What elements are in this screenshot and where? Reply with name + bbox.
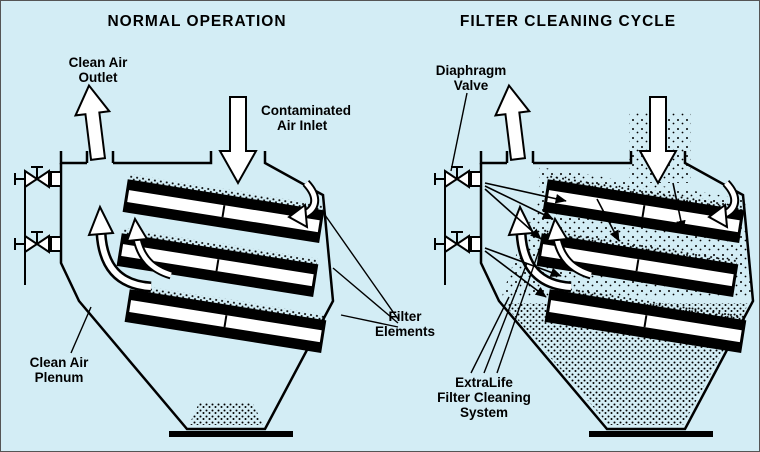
label-diaphragm-valve-1: Diaphragm [436, 63, 507, 78]
leader-lines [70, 92, 546, 374]
label-filter-elements-2: Elements [375, 324, 435, 339]
label-contaminated-air-inlet-2: Air Inlet [277, 118, 328, 133]
label-extralife-1: ExtraLife [455, 375, 513, 390]
label-contaminated-air-inlet-1: Contaminated [261, 103, 351, 118]
label-clean-air-outlet-2: Outlet [79, 70, 119, 85]
labels: Clean Air Outlet Contaminated Air Inlet … [30, 55, 531, 420]
label-clean-air-plenum-1: Clean Air [30, 355, 90, 370]
label-diaphragm-valve-2: Valve [454, 78, 489, 93]
dust-pile-left-hopper [189, 403, 263, 425]
label-clean-air-outlet-1: Clean Air [69, 55, 129, 70]
label-filter-elements-1: Filter [388, 309, 422, 324]
label-extralife-2: Filter Cleaning [437, 390, 531, 405]
title-normal-operation: NORMAL OPERATION [107, 13, 286, 30]
cleaning-pulse-arrows [484, 182, 686, 298]
title-filter-cleaning-cycle: FILTER CLEANING CYCLE [460, 13, 676, 30]
label-clean-air-plenum-2: Plenum [35, 370, 84, 385]
label-extralife-3: System [460, 405, 508, 420]
